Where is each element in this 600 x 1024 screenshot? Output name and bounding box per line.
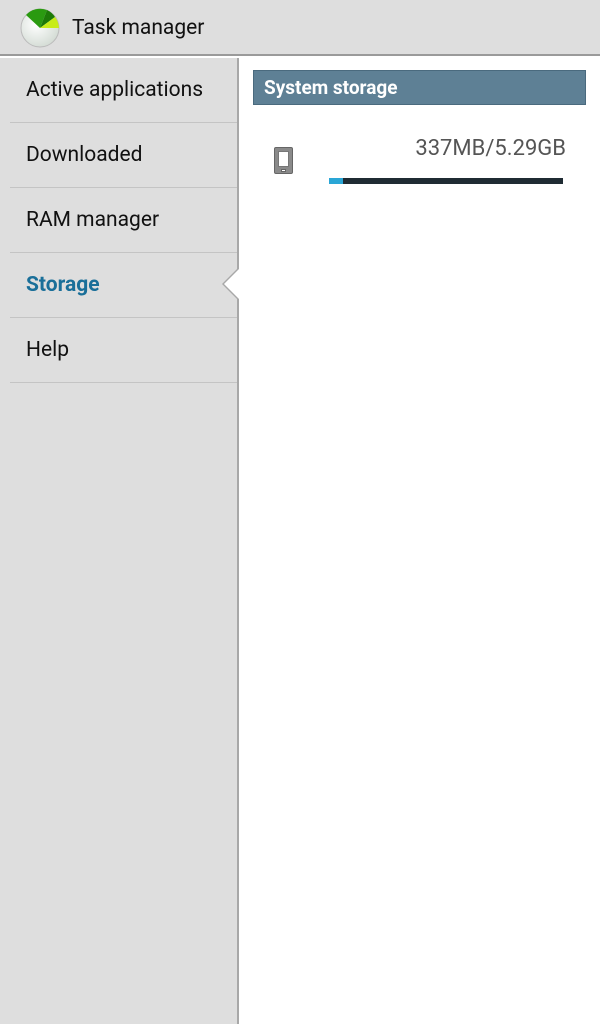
- title-bar: Task manager: [0, 0, 600, 56]
- sidebar-item-ram-manager[interactable]: RAM manager: [10, 188, 237, 253]
- sidebar-item-storage[interactable]: Storage: [10, 253, 237, 318]
- selection-pointer: [224, 268, 240, 300]
- storage-progress-bar: [329, 178, 563, 184]
- storage-progress-fill: [329, 178, 344, 184]
- sidebar-item-label: RAM manager: [26, 208, 160, 232]
- storage-usage-text: 337MB/5.29GB: [415, 136, 566, 161]
- pie-chart-icon: [20, 8, 60, 48]
- sidebar: Active applications Downloaded RAM manag…: [0, 58, 239, 1024]
- sidebar-item-label: Help: [26, 338, 70, 362]
- sidebar-item-label: Active applications: [26, 78, 204, 102]
- sidebar-item-label: Downloaded: [26, 143, 143, 167]
- sidebar-item-label: Storage: [26, 273, 100, 297]
- sidebar-item-help[interactable]: Help: [10, 318, 237, 383]
- app-title: Task manager: [72, 16, 205, 40]
- sidebar-item-active-applications[interactable]: Active applications: [10, 58, 237, 123]
- sidebar-item-downloaded[interactable]: Downloaded: [10, 123, 237, 188]
- section-header: System storage: [253, 70, 586, 105]
- phone-icon: [274, 147, 293, 174]
